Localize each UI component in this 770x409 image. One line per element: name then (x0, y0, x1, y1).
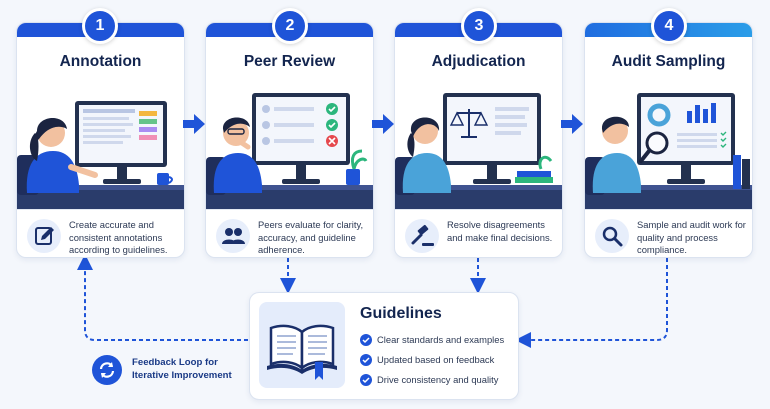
step-title: Audit Sampling (611, 53, 726, 70)
feedback-loop-label: Feedback Loop for Iterative Improvement (132, 357, 242, 382)
guideline-item-text: Updated based on feedback (377, 354, 495, 365)
arrow-right-icon (183, 114, 205, 134)
arrow-right-icon (561, 114, 583, 134)
step-number-badge: 1 (82, 8, 118, 44)
guideline-item-text: Drive consistency and quality (377, 374, 499, 385)
people-icon (216, 219, 250, 253)
feedback-loop-connector (77, 254, 248, 341)
feedback-loop-line1: Feedback Loop for (132, 357, 218, 368)
reviewer-at-computer-illustration (206, 93, 373, 209)
step-title: Adjudication (431, 53, 526, 70)
step-card-audit-sampling: Audit Sampling (584, 22, 753, 258)
step-card-annotation: Annotation (16, 22, 185, 258)
magnifier-icon (595, 219, 629, 253)
guidelines-panel: Guidelines Clear standards and examples … (249, 292, 519, 400)
guideline-item-text: Clear standards and examples (377, 334, 505, 345)
step-description: Sample and audit work for quality and pr… (637, 219, 746, 255)
check-circle-icon (360, 334, 372, 346)
adjudicator-at-computer-illustration (395, 93, 562, 209)
card-divider (206, 209, 373, 210)
gavel-icon (405, 219, 439, 253)
step-number-badge: 4 (651, 8, 687, 44)
pencil-edit-icon (27, 219, 61, 253)
step-title: Peer Review (243, 53, 336, 70)
open-book-icon (259, 302, 345, 388)
step-description: Create accurate and consistent annotatio… (69, 219, 168, 255)
card-divider (585, 209, 752, 210)
check-circle-icon (360, 374, 372, 386)
guidelines-title: Guidelines (360, 305, 442, 322)
audit-to-guidelines-connector (515, 258, 668, 348)
auditor-at-computer-illustration (585, 93, 752, 209)
step-number-badge: 3 (461, 8, 497, 44)
step-title: Annotation (59, 53, 142, 70)
card-divider (17, 209, 184, 210)
check-circle-icon (360, 354, 372, 366)
step-description: Resolve disagreements and make final dec… (447, 219, 553, 243)
step-description: Peers evaluate for clarity, accuracy, an… (258, 219, 364, 255)
feedback-loop-line2: Iterative Improvement (132, 369, 232, 381)
refresh-cycle-icon (92, 355, 122, 385)
step-card-adjudication: Adjudication (394, 22, 563, 258)
step-number-badge: 2 (272, 8, 308, 44)
step-card-peer-review: Peer Review (205, 22, 374, 258)
card-divider (395, 209, 562, 210)
arrow-right-icon (372, 114, 394, 134)
annotator-at-computer-illustration (17, 101, 184, 209)
